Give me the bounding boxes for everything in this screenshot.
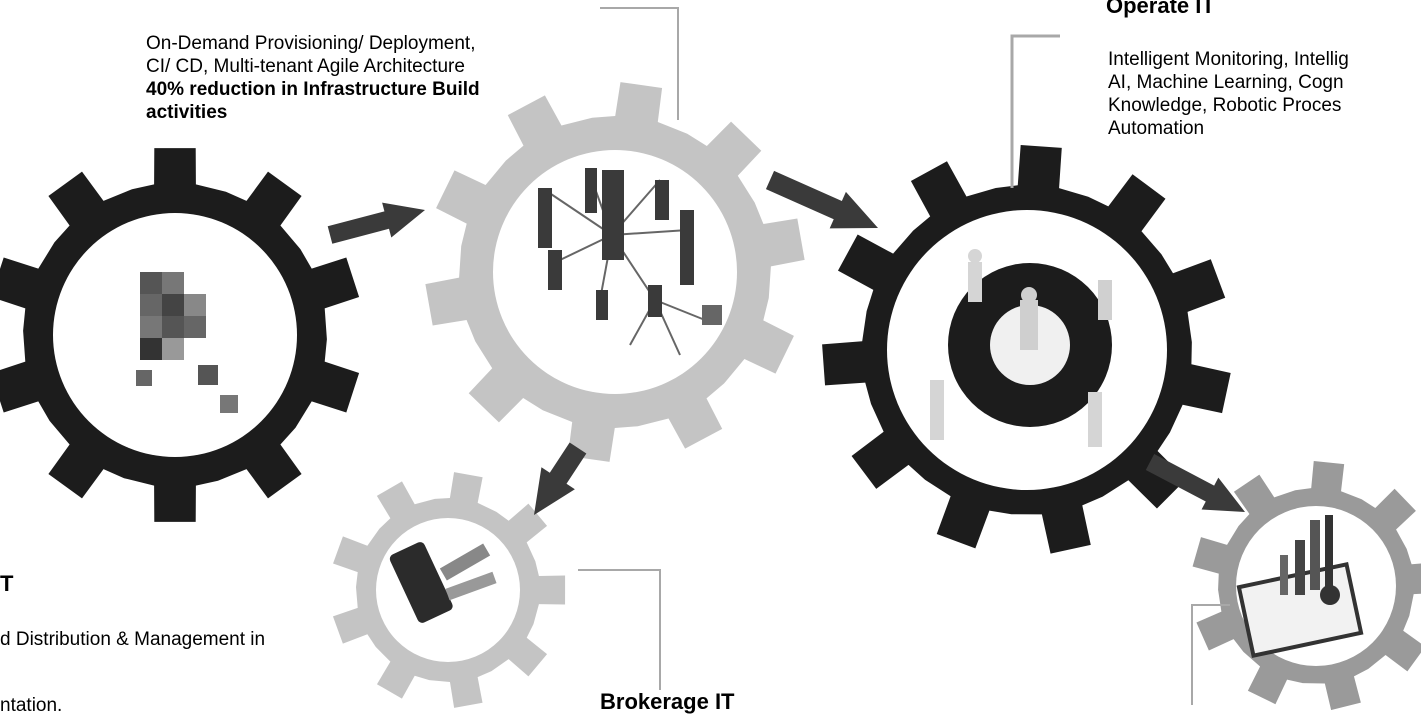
deploy-line-1: On-Demand Provisioning/ Deployment,	[146, 33, 476, 54]
arrow-icon-1	[327, 202, 425, 244]
analytics-illustration	[1236, 515, 1364, 659]
deploy-description: On-Demand Provisioning/ Deployment, CI/ …	[146, 32, 480, 124]
brokerage-title: Brokerage IT	[600, 689, 735, 714]
operate-line-3: Knowledge, Robotic Proces	[1108, 95, 1342, 116]
arrow-icon-2	[765, 170, 878, 229]
deploy-line-2: CI/ CD, Multi-tenant Agile Architecture	[146, 56, 465, 77]
operate-line-2: AI, Machine Learning, Cogn	[1108, 72, 1344, 93]
operate-title: Operate IT	[1106, 0, 1215, 18]
gear-icon-light-center	[425, 82, 805, 462]
tablet-hands-illustration	[389, 542, 497, 623]
left-line-2: ntation.	[0, 695, 63, 716]
operate-description: Intelligent Monitoring, Intellig AI, Mac…	[1108, 48, 1349, 140]
cubes-illustration	[136, 272, 238, 413]
bar-towers-illustration	[538, 168, 722, 325]
connector-line-brokerage	[578, 569, 661, 690]
deploy-highlight-1: 40% reduction in Infrastructure Build	[146, 79, 480, 100]
arrow-icon-3	[533, 442, 587, 516]
people-gear-illustration	[930, 249, 1112, 447]
operate-line-4: Automation	[1108, 118, 1205, 139]
connector-line-operate	[1010, 34, 1060, 188]
arrow-icon-4	[1145, 454, 1246, 513]
connector-line-right	[1191, 604, 1230, 705]
left-line-1: d Distribution & Management in	[0, 629, 266, 650]
left-section-title: T	[0, 571, 14, 596]
connector-line-deploy	[600, 7, 679, 120]
deploy-highlight-2: activities	[146, 102, 228, 123]
operate-line-1: Intelligent Monitoring, Intellig	[1108, 49, 1349, 70]
